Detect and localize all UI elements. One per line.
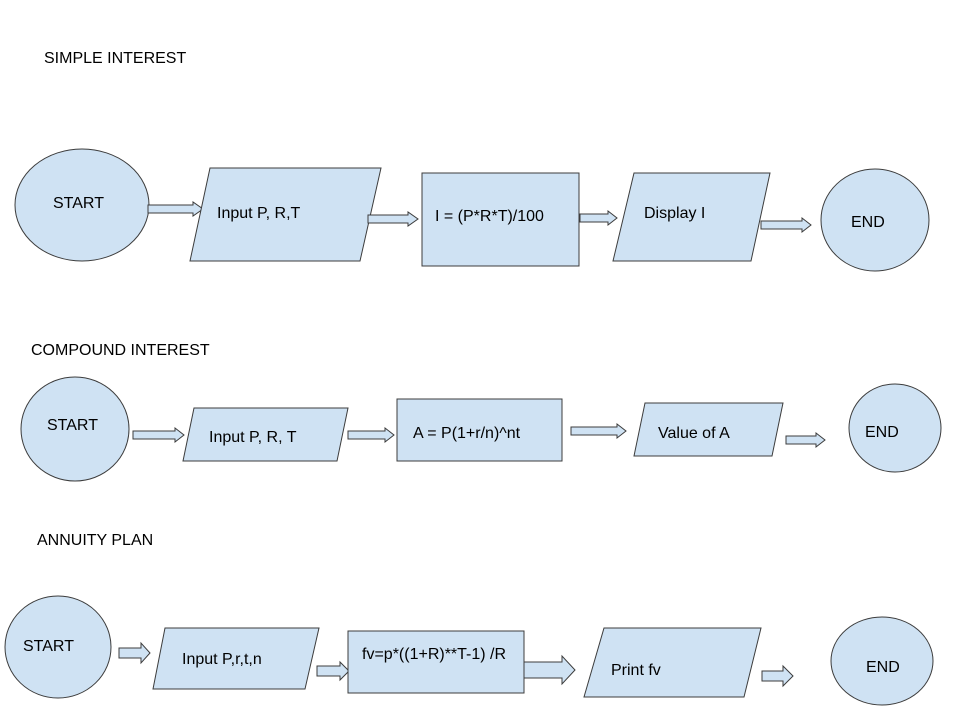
simple-section-title: SIMPLE INTEREST (44, 50, 187, 67)
compound-end-label: END (865, 424, 899, 441)
compound-process-label: A = P(1+r/n)^nt (413, 425, 521, 442)
annuity-process-box (347, 630, 525, 694)
annuity-input-parallelogram (152, 627, 320, 690)
annuity-output-parallelogram (583, 627, 762, 698)
compound-process-box (396, 398, 563, 462)
simple-input-parallelogram (189, 167, 382, 262)
compound-start-label: START (47, 417, 98, 434)
simple-process-box (421, 172, 580, 267)
annuity-end-terminal (830, 616, 934, 706)
compound-output-parallelogram (633, 402, 784, 457)
annuity-input-label: Input P,r,t,n (182, 651, 262, 668)
annuity-arrow-1 (118, 641, 151, 665)
annuity-start-label: START (23, 638, 74, 655)
compound-arrow-3 (570, 422, 627, 440)
compound-section-title: COMPOUND INTEREST (31, 342, 210, 359)
compound-arrow-2 (347, 426, 395, 444)
simple-output-label: Display I (644, 205, 706, 222)
compound-end-terminal (848, 383, 942, 473)
simple-end-terminal (820, 168, 930, 272)
compound-arrow-1 (132, 426, 185, 444)
compound-arrow-4 (785, 431, 826, 449)
annuity-process-label: fv=p*((1+R)**T-1) /R (362, 646, 507, 663)
simple-arrow-3 (579, 209, 618, 227)
simple-output-parallelogram (612, 172, 771, 262)
annuity-arrow-4 (761, 664, 794, 688)
simple-input-label: Input P, R,T (217, 205, 301, 222)
annuity-output-label: Print fv (611, 662, 661, 679)
simple-end-label: END (851, 214, 885, 231)
compound-input-label: Input P, R, T (209, 429, 297, 446)
compound-output-label: Value of A (658, 425, 730, 442)
simple-arrow-2 (367, 211, 419, 227)
simple-arrow-4 (760, 216, 812, 234)
annuity-end-label: END (866, 659, 900, 676)
annuity-arrow-3 (523, 654, 576, 686)
simple-arrow-1 (147, 201, 204, 217)
annuity-arrow-2 (316, 660, 350, 682)
simple-process-label: I = (P*R*T)/100 (435, 208, 544, 225)
annuity-section-title: ANNUITY PLAN (37, 532, 154, 549)
simple-start-label: START (53, 195, 104, 212)
compound-input-parallelogram (182, 407, 349, 462)
compound-start-terminal (20, 376, 130, 482)
annuity-start-terminal (4, 595, 112, 699)
